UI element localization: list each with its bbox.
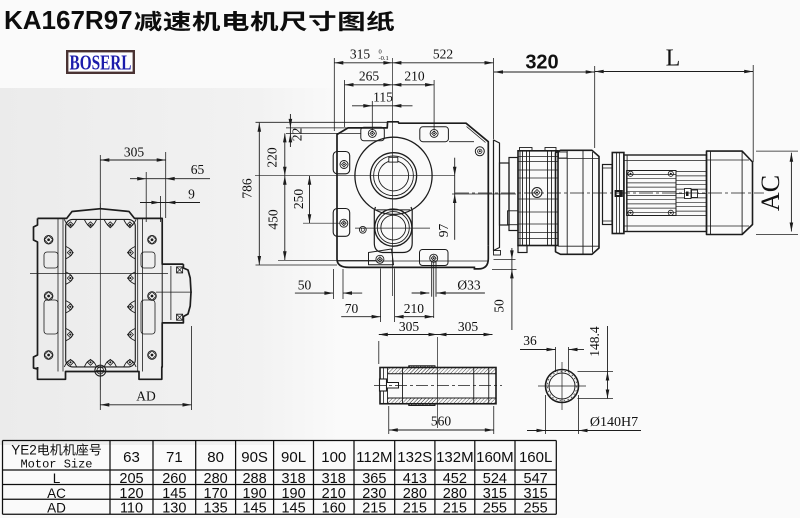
svg-text:280: 280: [204, 471, 228, 487]
svg-text:148.4: 148.4: [587, 326, 602, 357]
svg-text:AD: AD: [136, 389, 156, 404]
svg-text:315: 315: [350, 47, 371, 62]
svg-text:170: 170: [204, 486, 228, 502]
svg-text:318: 318: [281, 471, 305, 487]
svg-text:9: 9: [188, 187, 195, 202]
svg-text:BOSERL: BOSERL: [70, 51, 132, 75]
svg-text:160L: 160L: [519, 449, 552, 466]
svg-text:318: 318: [322, 471, 346, 487]
svg-text:AD: AD: [47, 501, 66, 516]
svg-text:452: 452: [443, 471, 467, 487]
svg-text:230: 230: [362, 486, 386, 502]
svg-text:250: 250: [291, 189, 306, 210]
svg-text:190: 190: [242, 486, 266, 502]
svg-text:413: 413: [403, 471, 427, 487]
svg-text:132M: 132M: [436, 449, 474, 466]
svg-text:50: 50: [298, 278, 312, 293]
svg-text:AC: AC: [47, 486, 66, 501]
svg-text:145: 145: [162, 486, 186, 502]
svg-text:255: 255: [524, 501, 548, 517]
svg-text:365: 365: [362, 471, 386, 487]
svg-text:135: 135: [204, 501, 228, 517]
svg-text:160M: 160M: [476, 449, 514, 466]
svg-text:215: 215: [362, 501, 386, 517]
svg-text:110: 110: [120, 501, 143, 517]
svg-text:Motor Size: Motor Size: [20, 458, 92, 472]
svg-text:AC: AC: [756, 175, 785, 211]
svg-text:L: L: [53, 471, 61, 486]
svg-text:210: 210: [404, 69, 425, 84]
svg-text:288: 288: [242, 471, 266, 487]
svg-text:190: 190: [281, 486, 305, 502]
svg-text:50: 50: [492, 299, 507, 313]
svg-text:547: 547: [524, 471, 548, 487]
svg-text:145: 145: [242, 501, 266, 517]
svg-text:0: 0: [379, 49, 382, 56]
svg-text:71: 71: [166, 449, 183, 466]
svg-text:132S: 132S: [397, 449, 432, 466]
svg-text:786: 786: [240, 178, 255, 199]
svg-text:63: 63: [123, 449, 140, 466]
svg-text:97: 97: [436, 224, 451, 238]
svg-text:115: 115: [373, 90, 393, 105]
svg-text:90S: 90S: [241, 449, 268, 466]
svg-text:65: 65: [191, 162, 205, 177]
svg-text:90L: 90L: [281, 449, 306, 466]
svg-text:160: 160: [322, 501, 346, 517]
svg-text:112M: 112M: [356, 449, 392, 466]
svg-text:280: 280: [443, 486, 467, 502]
svg-text:80: 80: [207, 449, 224, 466]
svg-text:305: 305: [124, 145, 145, 160]
svg-text:KA167R97: KA167R97: [4, 5, 133, 35]
svg-text:220: 220: [265, 147, 280, 168]
svg-text:70: 70: [345, 301, 359, 316]
svg-text:305: 305: [458, 319, 479, 334]
svg-text:Ø140H7: Ø140H7: [590, 415, 638, 430]
svg-text:265: 265: [359, 69, 380, 84]
svg-text:YE2: YE2: [11, 443, 37, 458]
svg-text:522: 522: [433, 47, 453, 62]
svg-text:320: 320: [525, 52, 558, 74]
svg-text:315: 315: [524, 486, 548, 502]
svg-text:120: 120: [119, 486, 143, 502]
svg-text:-0.1: -0.1: [379, 55, 389, 62]
svg-text:L: L: [666, 46, 681, 72]
svg-text:100: 100: [321, 449, 346, 466]
svg-text:145: 145: [281, 501, 305, 517]
svg-text:560: 560: [431, 414, 452, 429]
svg-text:315: 315: [483, 486, 507, 502]
svg-text:260: 260: [162, 471, 186, 487]
svg-text:36: 36: [523, 333, 537, 348]
svg-text:280: 280: [403, 486, 427, 502]
svg-text:210: 210: [404, 301, 425, 316]
svg-text:205: 205: [119, 471, 143, 487]
svg-text:450: 450: [266, 209, 281, 230]
svg-text:524: 524: [483, 471, 507, 487]
svg-text:305: 305: [399, 319, 420, 334]
svg-text:130: 130: [162, 501, 186, 517]
svg-text:215: 215: [403, 501, 427, 517]
svg-text:255: 255: [483, 501, 507, 517]
svg-text:Ø33: Ø33: [457, 278, 480, 293]
svg-text:22: 22: [290, 128, 305, 142]
svg-text:210: 210: [322, 486, 346, 502]
svg-text:215: 215: [443, 501, 467, 517]
